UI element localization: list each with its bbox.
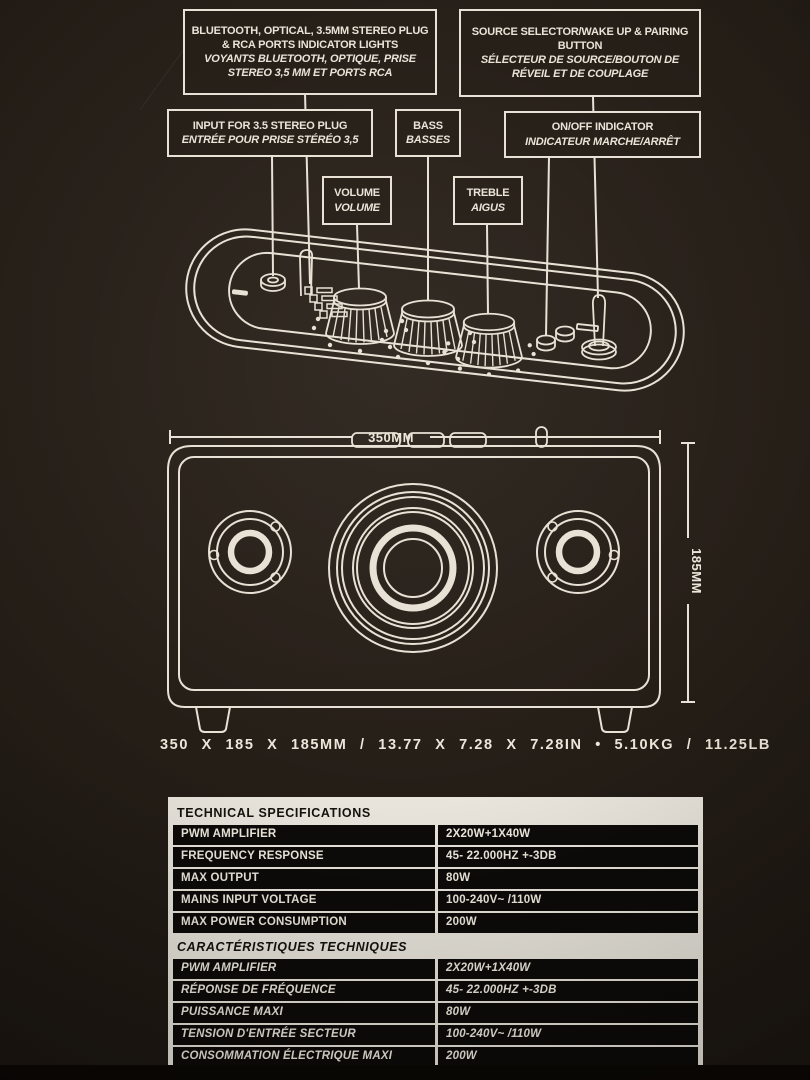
callout-treble-fr: AIGUS xyxy=(471,201,505,214)
spec-row: TENSION D'ENTRÉE SECTEUR 100-240V~ /110W xyxy=(173,1025,698,1045)
spec-label: RÉPONSE DE FRÉQUENCE xyxy=(173,981,435,1001)
cabinet-outline xyxy=(167,445,661,733)
tweeter-right xyxy=(536,510,620,594)
spec-value: 45- 22.000HZ +-3DB xyxy=(438,847,698,867)
callout-source-selector: SOURCE SELECTOR/WAKE UP & PAIRING BUTTON… xyxy=(459,9,701,97)
spec-value: 80W xyxy=(438,869,698,889)
aux-jack xyxy=(260,273,286,292)
control-panel-drawing xyxy=(185,228,685,392)
spec-table: TECHNICAL SPECIFICATIONS PWM AMPLIFIER 2… xyxy=(168,797,703,1067)
speaker-front-drawing: 350MM 185MM xyxy=(167,426,704,733)
height-dimension-line xyxy=(681,442,695,703)
stereo-plug-figure xyxy=(299,249,314,297)
spec-label: MAX OUTPUT xyxy=(173,869,435,889)
spec-row: CONSOMMATION ÉLECTRIQUE MAXI 200W xyxy=(173,1047,698,1067)
spec-value: 2X20W+1X40W xyxy=(438,959,698,979)
callout-bass: BASS BASSES xyxy=(395,109,461,157)
spec-value: 200W xyxy=(438,1047,698,1067)
callout-input-35-en: INPUT FOR 3.5 STEREO PLUG xyxy=(192,119,348,132)
spec-value: 100-240V~ /110W xyxy=(438,891,698,911)
callout-bass-en: BASS xyxy=(413,119,443,132)
callout-bluetooth-ports-fr: VOYANTS BLUETOOTH, OPTIQUE, PRISE STEREO… xyxy=(204,53,416,80)
spec-title-en: TECHNICAL SPECIFICATIONS xyxy=(177,806,371,820)
callout-bass-fr: BASSES xyxy=(405,134,451,146)
callout-onoff-indicator: ON/OFF INDICATOR INDICATEUR MARCHE/ARRÊT xyxy=(504,111,701,158)
spec-label: CONSOMMATION ÉLECTRIQUE MAXI xyxy=(173,1047,435,1067)
power-indicator-button xyxy=(536,334,556,352)
spec-label: FREQUENCY RESPONSE xyxy=(173,847,435,867)
spec-value: 2X20W+1X40W xyxy=(438,825,698,845)
spec-value: 80W xyxy=(438,1003,698,1023)
height-dimension-label: 185MM xyxy=(689,548,704,594)
spec-row: PWM AMPLIFIER 2X20W+1X40W xyxy=(173,959,698,979)
tweeter-left xyxy=(208,510,292,594)
spec-label: PWM AMPLIFIER xyxy=(173,825,435,845)
callout-volume-en: VOLUME xyxy=(334,187,380,200)
callout-onoff-indicator-fr: INDICATEUR MARCHE/ARRÊT xyxy=(525,135,680,148)
spec-title-fr: CARACTÉRISTIQUES TECHNIQUES xyxy=(177,940,408,954)
callout-source-selector-fr: SÉLECTEUR DE SOURCE/BOUTON DE RÉVEIL ET … xyxy=(480,54,680,81)
indicator-leds xyxy=(304,286,348,319)
spec-row: MAX OUTPUT 80W xyxy=(173,869,698,889)
spec-row: FREQUENCY RESPONSE 45- 22.000HZ +-3DB xyxy=(173,847,698,867)
callout-volume-fr: VOLUME xyxy=(334,201,380,214)
woofer-center xyxy=(328,483,498,653)
spec-row: MAINS INPUT VOLTAGE 100-240V~ /110W xyxy=(173,891,698,911)
width-dimension-line xyxy=(169,430,661,444)
box-bottom-edge xyxy=(0,1065,810,1080)
spec-label: MAX POWER CONSUMPTION xyxy=(173,913,435,933)
callout-treble: TREBLE AIGUS xyxy=(453,176,523,225)
spec-label: MAINS INPUT VOLTAGE xyxy=(173,891,435,911)
spec-row: RÉPONSE DE FRÉQUENCE 45- 22.000HZ +-3DB xyxy=(173,981,698,1001)
product-size-line: 350 X 185 X 185MM / 13.77 X 7.28 X 7.28I… xyxy=(160,737,771,753)
spec-value: 45- 22.000HZ +-3DB xyxy=(438,981,698,1001)
panel-slot-detail xyxy=(231,289,248,296)
source-toggle-lever xyxy=(581,294,617,361)
spec-value: 200W xyxy=(438,913,698,933)
spec-label: PWM AMPLIFIER xyxy=(173,959,435,979)
spec-label: TENSION D'ENTRÉE SECTEUR xyxy=(173,1025,435,1045)
callout-input-35-fr: ENTRÉE POUR PRISE STÉRÉO 3,5 xyxy=(181,134,359,146)
spec-row: MAX POWER CONSUMPTION 200W xyxy=(173,913,698,933)
panel-outline xyxy=(185,228,685,392)
callout-source-selector-en: SOURCE SELECTOR/WAKE UP & PAIRING BUTTON xyxy=(471,25,689,52)
callout-input-35: INPUT FOR 3.5 STEREO PLUG ENTRÉE POUR PR… xyxy=(167,109,373,157)
callout-bluetooth-ports-en: BLUETOOTH, OPTICAL, 3.5MM STEREO PLUG & … xyxy=(191,24,429,51)
callout-bluetooth-ports: BLUETOOTH, OPTICAL, 3.5MM STEREO PLUG & … xyxy=(183,9,437,95)
callout-treble-en: TREBLE xyxy=(466,187,510,200)
spec-row: PUISSANCE MAXI 80W xyxy=(173,1003,698,1023)
spec-label: PUISSANCE MAXI xyxy=(173,1003,435,1023)
callout-onoff-indicator-en: ON/OFF INDICATOR xyxy=(551,121,654,134)
aux-button xyxy=(555,323,599,343)
callout-volume: VOLUME VOLUME xyxy=(322,176,392,225)
spec-row: PWM AMPLIFIER 2X20W+1X40W xyxy=(173,825,698,845)
spec-value: 100-240V~ /110W xyxy=(438,1025,698,1045)
